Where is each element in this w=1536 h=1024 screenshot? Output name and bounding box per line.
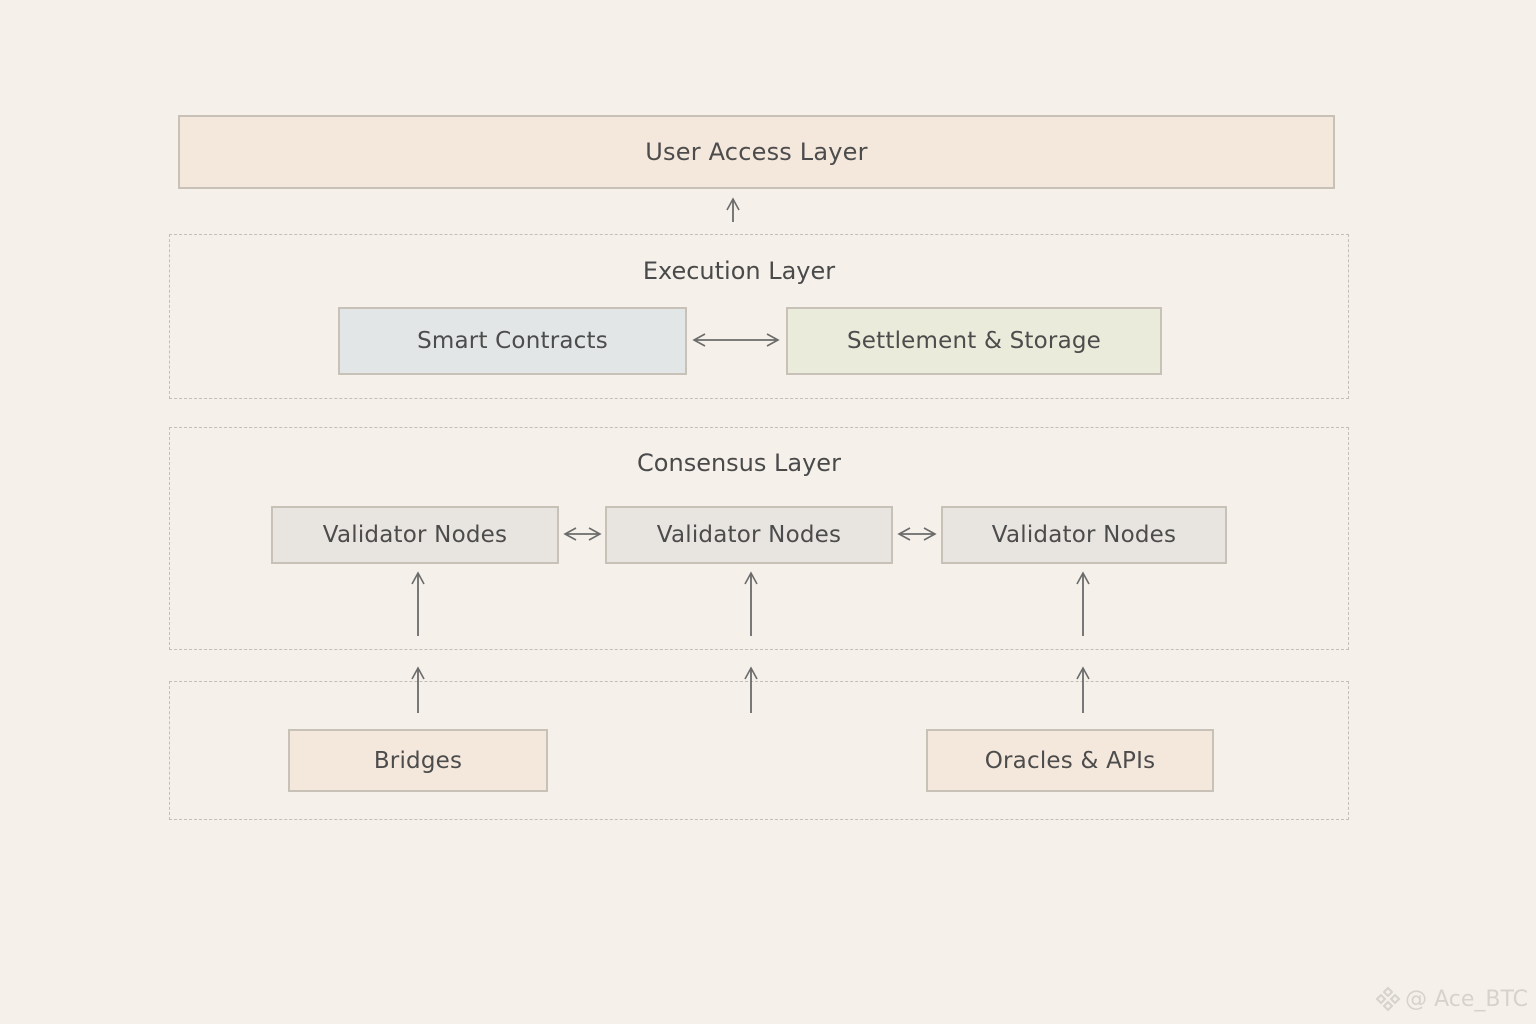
settlement-storage-box: Settlement & Storage bbox=[786, 307, 1162, 375]
smart-contracts-box: Smart Contracts bbox=[338, 307, 687, 375]
validator-nodes-box: Validator Nodes bbox=[271, 506, 559, 564]
validator-nodes-box: Validator Nodes bbox=[605, 506, 893, 564]
validator-nodes-label: Validator Nodes bbox=[991, 522, 1177, 548]
watermark: @ Ace_BTC bbox=[1375, 986, 1528, 1012]
smart-contracts-label: Smart Contracts bbox=[417, 328, 608, 354]
execution-layer-frame bbox=[169, 234, 1349, 399]
bridges-label: Bridges bbox=[373, 747, 463, 774]
consensus-layer-frame bbox=[169, 427, 1349, 650]
settlement-storage-label: Settlement & Storage bbox=[846, 328, 1102, 354]
execution-layer-title: Execution Layer bbox=[642, 257, 836, 285]
watermark-text: @ Ace_BTC bbox=[1405, 986, 1528, 1012]
validator-nodes-label: Validator Nodes bbox=[656, 522, 842, 548]
consensus-layer-title: Consensus Layer bbox=[637, 449, 841, 477]
bridges-box: Bridges bbox=[288, 729, 548, 792]
validator-nodes-label: Validator Nodes bbox=[322, 522, 508, 548]
user-access-layer-box: User Access Layer bbox=[178, 115, 1335, 189]
validator-nodes-box: Validator Nodes bbox=[941, 506, 1227, 564]
oracles-apis-box: Oracles & APIs bbox=[926, 729, 1214, 792]
integration-layer-frame bbox=[169, 681, 1349, 820]
user-access-layer-label: User Access Layer bbox=[645, 138, 868, 166]
oracles-apis-label: Oracles & APIs bbox=[984, 747, 1156, 774]
binance-logo-icon bbox=[1375, 986, 1401, 1012]
